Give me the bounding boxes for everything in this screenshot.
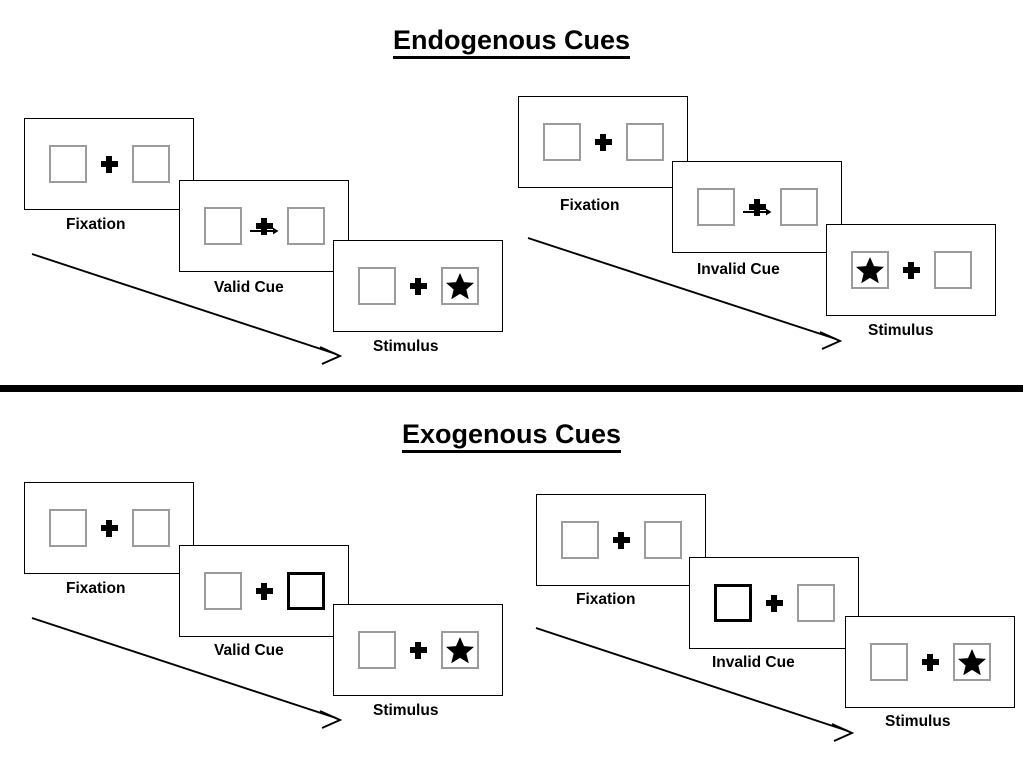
panel-exo-valid-fixation	[24, 482, 194, 574]
panel-content	[180, 207, 348, 245]
right-placeholder-box	[933, 251, 972, 289]
fixation-cross-icon	[902, 261, 920, 279]
right-placeholder-box	[286, 207, 325, 245]
panel-content	[690, 584, 858, 622]
star-stimulus-icon	[445, 637, 474, 664]
fixation-cross-icon	[743, 198, 772, 216]
fixation-cross-icon	[765, 594, 783, 612]
section-title-exogenous-text: Exogenous Cues	[401, 419, 622, 453]
section-title-endogenous: Endogenous Cues	[0, 25, 1023, 59]
fixation-cross-icon	[409, 277, 427, 295]
caption-exo-invalid-stimulus: Stimulus	[885, 713, 951, 730]
panel-content	[25, 509, 193, 547]
star-stimulus-icon	[445, 273, 474, 300]
left-placeholder-box	[48, 145, 87, 183]
arrow-right-cue-icon	[250, 227, 279, 234]
panel-content	[846, 643, 1014, 681]
panel-exo-invalid-cue	[689, 557, 859, 649]
panel-exo-valid-stimulus	[333, 604, 503, 696]
fixation-cross-icon	[594, 133, 612, 151]
panel-endo-valid-stimulus	[333, 240, 503, 332]
right-placeholder-box	[131, 509, 170, 547]
caption-endo-valid-stimulus: Stimulus	[373, 338, 439, 355]
caption-endo-valid-fixation: Fixation	[66, 216, 126, 233]
panel-content	[673, 188, 841, 226]
left-placeholder-box	[560, 521, 599, 559]
left-placeholder-box	[869, 643, 908, 681]
panel-content	[334, 267, 502, 305]
fixation-cross-icon	[250, 217, 279, 235]
caption-exo-invalid-cue: Invalid Cue	[712, 654, 795, 671]
panel-content	[537, 521, 705, 559]
caption-endo-invalid-stimulus: Stimulus	[868, 322, 934, 339]
right-placeholder-box	[625, 123, 664, 161]
star-stimulus-icon	[957, 649, 986, 676]
left-placeholder-box	[203, 207, 242, 245]
caption-exo-invalid-fixation: Fixation	[576, 591, 636, 608]
star-stimulus-icon	[855, 257, 884, 284]
fixation-cross-icon	[921, 653, 939, 671]
panel-content	[519, 123, 687, 161]
caption-exo-valid-stimulus: Stimulus	[373, 702, 439, 719]
arrow-right-cue-icon	[743, 208, 772, 215]
left-placeholder-box	[357, 631, 396, 669]
panel-endo-valid-cue	[179, 180, 349, 272]
left-placeholder-box	[357, 267, 396, 305]
section-title-endogenous-text: Endogenous Cues	[392, 25, 630, 59]
section-title-exogenous: Exogenous Cues	[0, 419, 1023, 453]
left-placeholder-box	[48, 509, 87, 547]
right-placeholder-box	[440, 267, 479, 305]
panel-content	[180, 572, 348, 610]
caption-endo-valid-cue: Valid Cue	[214, 279, 284, 296]
right-placeholder-box	[440, 631, 479, 669]
caption-exo-valid-fixation: Fixation	[66, 580, 126, 597]
fixation-cross-icon	[100, 155, 118, 173]
section-divider	[0, 385, 1023, 392]
right-placeholder-box	[131, 145, 170, 183]
panel-content	[827, 251, 995, 289]
panel-endo-valid-fixation	[24, 118, 194, 210]
right-placeholder-box	[643, 521, 682, 559]
fixation-cross-icon	[255, 582, 273, 600]
panel-exo-valid-cue	[179, 545, 349, 637]
panel-endo-invalid-fixation	[518, 96, 688, 188]
right-placeholder-box-cued	[286, 572, 325, 610]
right-placeholder-box	[779, 188, 818, 226]
fixation-cross-icon	[612, 531, 630, 549]
caption-endo-invalid-cue: Invalid Cue	[697, 261, 780, 278]
panel-endo-invalid-cue	[672, 161, 842, 253]
left-placeholder-box	[850, 251, 889, 289]
caption-endo-invalid-fixation: Fixation	[560, 197, 620, 214]
fixation-cross-icon	[409, 641, 427, 659]
caption-exo-valid-cue: Valid Cue	[214, 642, 284, 659]
fixation-cross-icon	[100, 519, 118, 537]
panel-endo-invalid-stimulus	[826, 224, 996, 316]
panel-content	[334, 631, 502, 669]
right-placeholder-box	[796, 584, 835, 622]
panel-content	[25, 145, 193, 183]
left-placeholder-box-cued	[713, 584, 752, 622]
panel-exo-invalid-stimulus	[845, 616, 1015, 708]
left-placeholder-box	[203, 572, 242, 610]
left-placeholder-box	[542, 123, 581, 161]
left-placeholder-box	[696, 188, 735, 226]
panel-exo-invalid-fixation	[536, 494, 706, 586]
right-placeholder-box	[952, 643, 991, 681]
